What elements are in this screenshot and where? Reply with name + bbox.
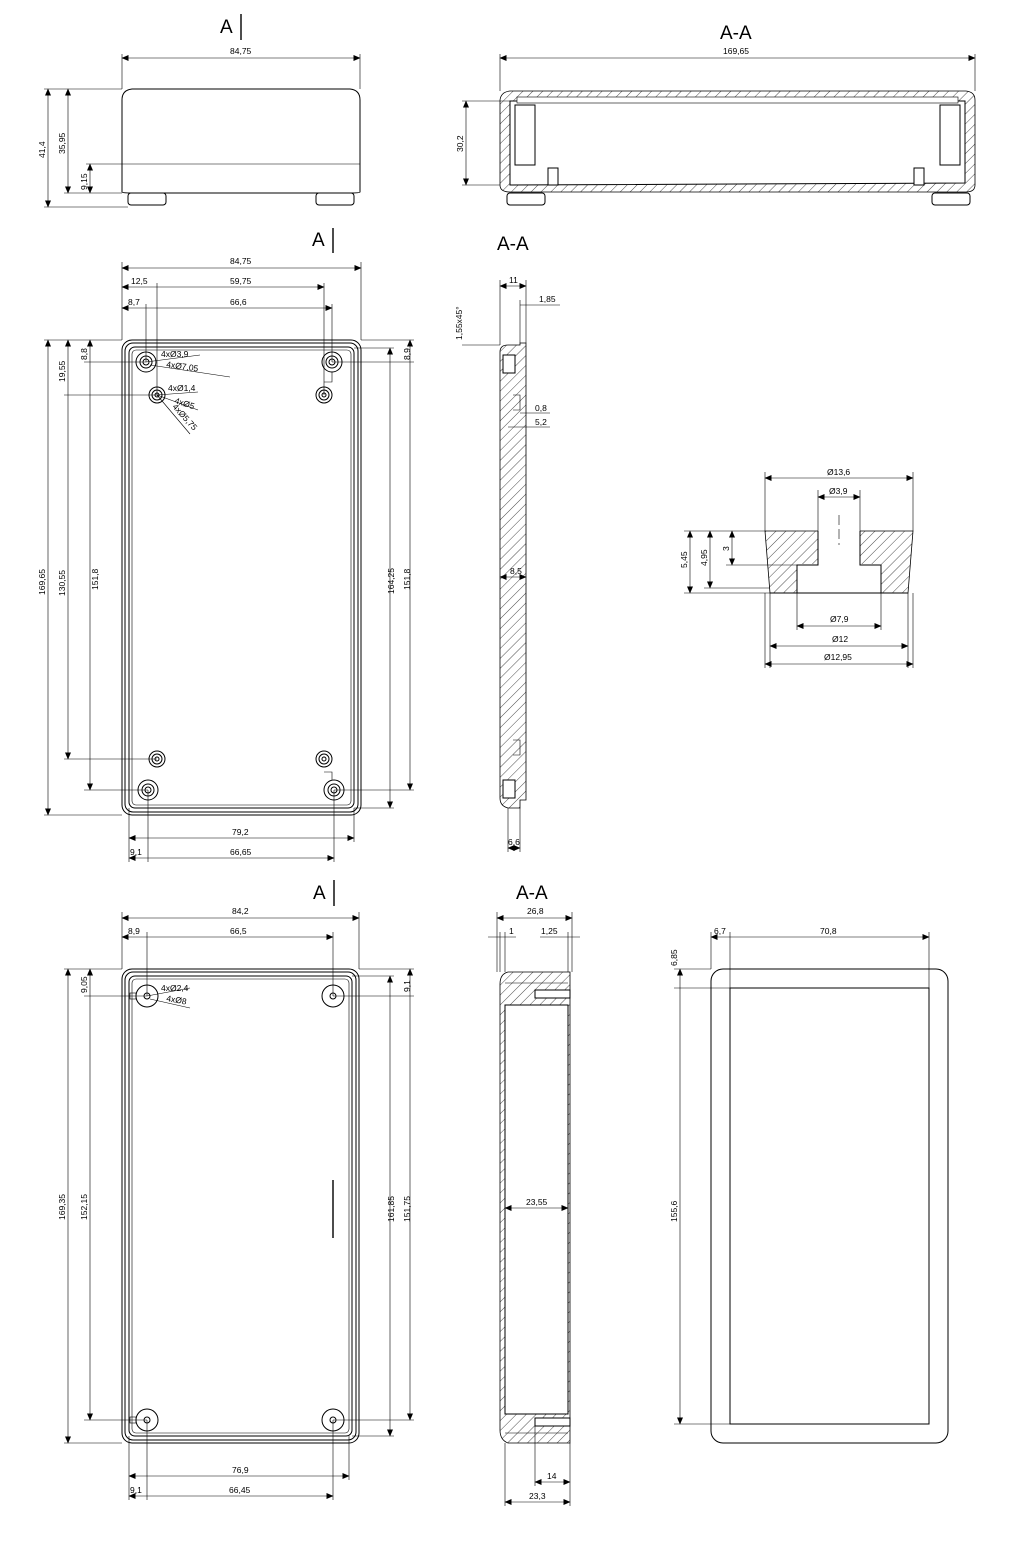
- label-section-aa-2: A-A: [497, 234, 529, 255]
- dim-bottom-span-y2: 151,8: [90, 568, 100, 590]
- dim-bottom-span-y1: 130,55: [57, 570, 67, 596]
- side-view: 84,75 41,4 35,95 9,15: [37, 46, 361, 208]
- dim-bottom-span-y3: 151,8: [402, 568, 412, 590]
- label-view-a-1: A: [220, 17, 233, 38]
- dim-wall-step: 5,2: [535, 417, 547, 427]
- dim-top-section-base: 23,3: [529, 1491, 546, 1501]
- dim-bottom-inner-length: 164,25: [386, 568, 396, 594]
- label-section-aa-1: A-A: [720, 23, 752, 44]
- dim-top-bottom-span: 66,45: [229, 1485, 251, 1495]
- lid-view: 6,7 70,8 6,85 155,6: [669, 926, 949, 1444]
- callout-hole-c: 4xØ1,4: [168, 383, 196, 393]
- section-side-view: 169,65 30,2: [455, 46, 976, 206]
- dim-wall-thickness: 8,5: [510, 566, 522, 576]
- dim-top-length: 169,35: [57, 1194, 67, 1220]
- dim-bottom-span-x2: 66,6: [230, 297, 247, 307]
- dim-foot-top-dia: Ø13,6: [827, 467, 850, 477]
- dim-wall-depth: 11: [509, 275, 518, 285]
- dim-foot-recess-dia: Ø7,9: [830, 614, 849, 624]
- top-section: 26,8 1 1,25 23,55 14 23,3: [488, 906, 580, 1506]
- label-view-a-2: A: [312, 230, 325, 251]
- dim-top-section-depth: 26,8: [527, 906, 544, 916]
- dim-side-total-height: 41,4: [37, 141, 47, 158]
- dim-top-offset-y1: 9,05: [79, 976, 89, 993]
- callout-top-hole-a: 4xØ2,4: [161, 983, 189, 993]
- dim-bottom-span-x1: 59,75: [230, 276, 252, 286]
- foot-detail: Ø13,6 Ø3,9 5,45 4,95 3 Ø7,9 Ø12 Ø12,95: [679, 467, 914, 668]
- dim-bottom-offset-y1: 8,8: [79, 348, 89, 360]
- dim-bottom-width: 84,75: [230, 256, 252, 266]
- dim-lid-border: 6,7: [714, 926, 726, 936]
- dim-lid-length: 155,6: [669, 1200, 679, 1222]
- callout-hole-b: 4xØ7,05: [166, 359, 199, 373]
- dim-section-height: 30,2: [455, 135, 465, 152]
- dim-bottom-width-lower: 79,2: [232, 827, 249, 837]
- label-view-a-3: A: [313, 883, 326, 904]
- dim-top-section-rib: 14: [547, 1471, 557, 1481]
- dim-foot-bottom-dia: Ø12,95: [824, 652, 852, 662]
- dim-bottom-offset-y2: 19,55: [57, 360, 67, 382]
- callout-hole-a: 4xØ3,9: [161, 349, 189, 359]
- dim-wall-base: 6,6: [508, 837, 520, 847]
- dim-side-body-height: 35,95: [57, 132, 67, 154]
- dim-foot-hole-dia: Ø3,9: [829, 486, 848, 496]
- dim-foot-height-c: 3: [721, 546, 731, 551]
- dim-lid-width: 70,8: [820, 926, 837, 936]
- label-section-aa-3: A-A: [516, 883, 548, 904]
- dim-top-bottom-width: 76,9: [232, 1465, 249, 1475]
- dim-foot-height-b: 4,95: [699, 549, 709, 566]
- dim-top-offset-y2: 9,1: [402, 980, 412, 992]
- dim-wall-lip: 1,85: [539, 294, 556, 304]
- top-view: 84,2 8,9 66,5 4xØ2,4 4xØ8 169,35 9,05 15…: [57, 906, 414, 1500]
- dim-top-span-x: 66,5: [230, 926, 247, 936]
- dim-wall-chamfer: 1,55x45°: [454, 306, 464, 340]
- dim-bottom-offset-x1: 12,5: [131, 276, 148, 286]
- dim-wall-gap: 0,8: [535, 403, 547, 413]
- dim-bottom-offset-x2: 8,7: [128, 297, 140, 307]
- callout-top-hole-b: 4xØ8: [166, 993, 188, 1006]
- dim-top-inner: 161,85: [386, 1196, 396, 1222]
- dim-top-width: 84,2: [232, 906, 249, 916]
- dim-top-offset-x: 8,9: [128, 926, 140, 936]
- dim-top-bottom-offset: 9,1: [130, 1485, 142, 1495]
- wall-section: 11 1,85 1,55x45° 0,8 5,2 8,5 6,6: [454, 275, 560, 852]
- dim-top-section-lip-b: 1,25: [541, 926, 558, 936]
- dim-foot-height-a: 5,45: [679, 551, 689, 568]
- dim-top-section-lip-a: 1: [509, 926, 514, 936]
- dim-bottom-length: 169,65: [37, 569, 47, 595]
- section-labels: A A-A A A-A A A-A: [220, 14, 752, 906]
- dim-bottom-offset-y3: 8,9: [402, 348, 412, 360]
- dim-top-section-inner: 23,55: [526, 1197, 548, 1207]
- bottom-holes: [135, 351, 345, 801]
- bottom-view: 84,75 12,5 59,75 8,7 66,6 4xØ3,9 4xØ7,05…: [37, 256, 414, 862]
- dim-top-span-y1: 152,15: [79, 1194, 89, 1220]
- dim-lid-border-y: 6,85: [669, 949, 679, 966]
- dim-section-length: 169,65: [723, 46, 749, 56]
- dim-top-span-y2: 151,75: [402, 1196, 412, 1222]
- dim-bottom-offset-lower: 9,1: [130, 847, 142, 857]
- dim-side-foot-height: 9,15: [79, 173, 89, 190]
- dim-foot-base-dia: Ø12: [832, 634, 848, 644]
- dim-side-width: 84,75: [230, 46, 252, 56]
- dim-bottom-span-lower: 66,65: [230, 847, 252, 857]
